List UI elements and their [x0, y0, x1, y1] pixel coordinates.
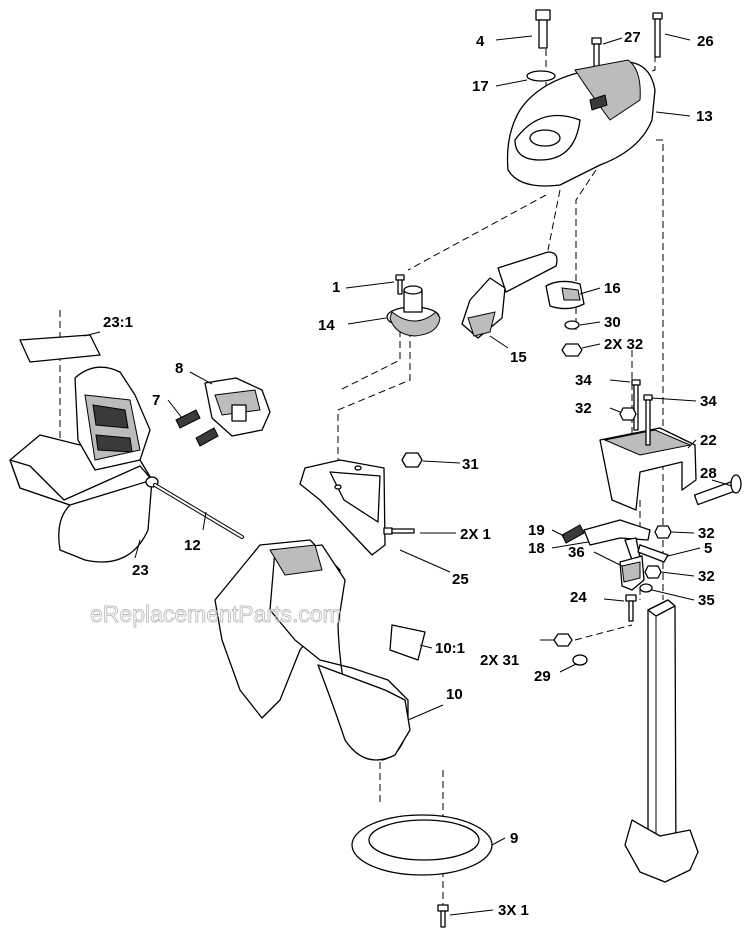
- callout-35: 35: [698, 592, 715, 609]
- callout-13: 13: [696, 108, 713, 125]
- callout-18: 18: [528, 540, 545, 557]
- callout-34-left: 34: [575, 372, 592, 389]
- label-part-23-1: [19, 334, 101, 363]
- screw-part-1: [395, 274, 405, 295]
- callout-7: 7: [152, 392, 160, 409]
- callout-34-right: 34: [700, 393, 717, 410]
- callout-31: 31: [462, 456, 479, 473]
- spring-part-19: [561, 524, 585, 544]
- washer-part-17: [526, 70, 556, 82]
- bolt-part-26: [652, 12, 663, 58]
- screws-part-34: [631, 379, 653, 446]
- callout-36: 36: [568, 544, 585, 561]
- chute-part-10: [214, 539, 411, 761]
- pin-part-24: [625, 594, 637, 622]
- gear-part-14: [386, 285, 441, 337]
- callout-28: 28: [700, 465, 717, 482]
- callout-24: 24: [570, 589, 587, 606]
- callout-2x1: 2X 1: [460, 526, 491, 543]
- callout-15: 15: [510, 349, 527, 366]
- washer-part-29: [572, 654, 588, 666]
- callout-16: 16: [604, 280, 621, 297]
- screw-part-1-triple: [437, 904, 449, 928]
- callout-26: 26: [697, 33, 714, 50]
- ring-part-9: [351, 814, 493, 876]
- callout-labels: 4 27 26 17 13 1 16 14 30 2X 32 15 23:1 8…: [103, 29, 717, 919]
- callout-23: 23: [132, 562, 149, 579]
- callout-29: 29: [534, 668, 551, 685]
- bracket-plate-part-25: [299, 459, 386, 556]
- washer-part-35: [639, 583, 653, 593]
- callout-14: 14: [318, 317, 335, 334]
- nut-part-31: [401, 452, 423, 468]
- crank-handle-part-15: [461, 251, 558, 339]
- nut-part-32-right: [654, 525, 672, 539]
- block-part-36: [619, 555, 645, 591]
- control-head-part-8: [204, 377, 271, 437]
- springs-part-7: [175, 409, 219, 447]
- callout-27: 27: [624, 29, 641, 46]
- leader-lines: [83, 33, 733, 916]
- bolt-part-4: [535, 9, 551, 49]
- watermark-text: eReplacementParts.com: [90, 601, 342, 627]
- callout-10: 10: [446, 686, 463, 703]
- bracket-part-16: [545, 280, 585, 310]
- callout-32-middle: 32: [698, 525, 715, 542]
- support-tube: [624, 599, 699, 883]
- callout-22: 22: [700, 432, 717, 449]
- callout-3x1: 3X 1: [498, 902, 529, 919]
- callout-25: 25: [452, 571, 469, 588]
- callout-10-1: 10:1: [435, 640, 465, 657]
- flap-part-10-1: [389, 624, 426, 661]
- callout-4: 4: [476, 33, 485, 50]
- gear-cover-part-13: [506, 59, 656, 187]
- callout-9: 9: [510, 830, 518, 847]
- callout-32-lower: 32: [698, 568, 715, 585]
- callout-1-top: 1: [332, 279, 340, 296]
- nut-part-32-top: [619, 407, 637, 421]
- nuts-part-31-pair: [553, 633, 573, 647]
- callout-8: 8: [175, 360, 183, 377]
- callout-17: 17: [472, 78, 489, 95]
- bolt-part-28: [693, 474, 742, 506]
- screw-part-1-pair: [383, 527, 415, 535]
- deflector-part-23: [9, 366, 159, 563]
- washer-part-30: [564, 320, 580, 330]
- callout-19: 19: [528, 522, 545, 539]
- nut-part-32-lower: [644, 565, 662, 579]
- nut-part-32-pair: [561, 343, 583, 357]
- link-part-5: [637, 544, 669, 563]
- callout-2x31: 2X 31: [480, 652, 519, 669]
- callout-5: 5: [704, 540, 712, 557]
- lever-part-18: [583, 519, 651, 561]
- callout-2x32: 2X 32: [604, 336, 643, 353]
- callout-12: 12: [184, 537, 201, 554]
- callout-23-1: 23:1: [103, 314, 133, 331]
- callout-30: 30: [604, 314, 621, 331]
- callout-32-upper: 32: [575, 400, 592, 417]
